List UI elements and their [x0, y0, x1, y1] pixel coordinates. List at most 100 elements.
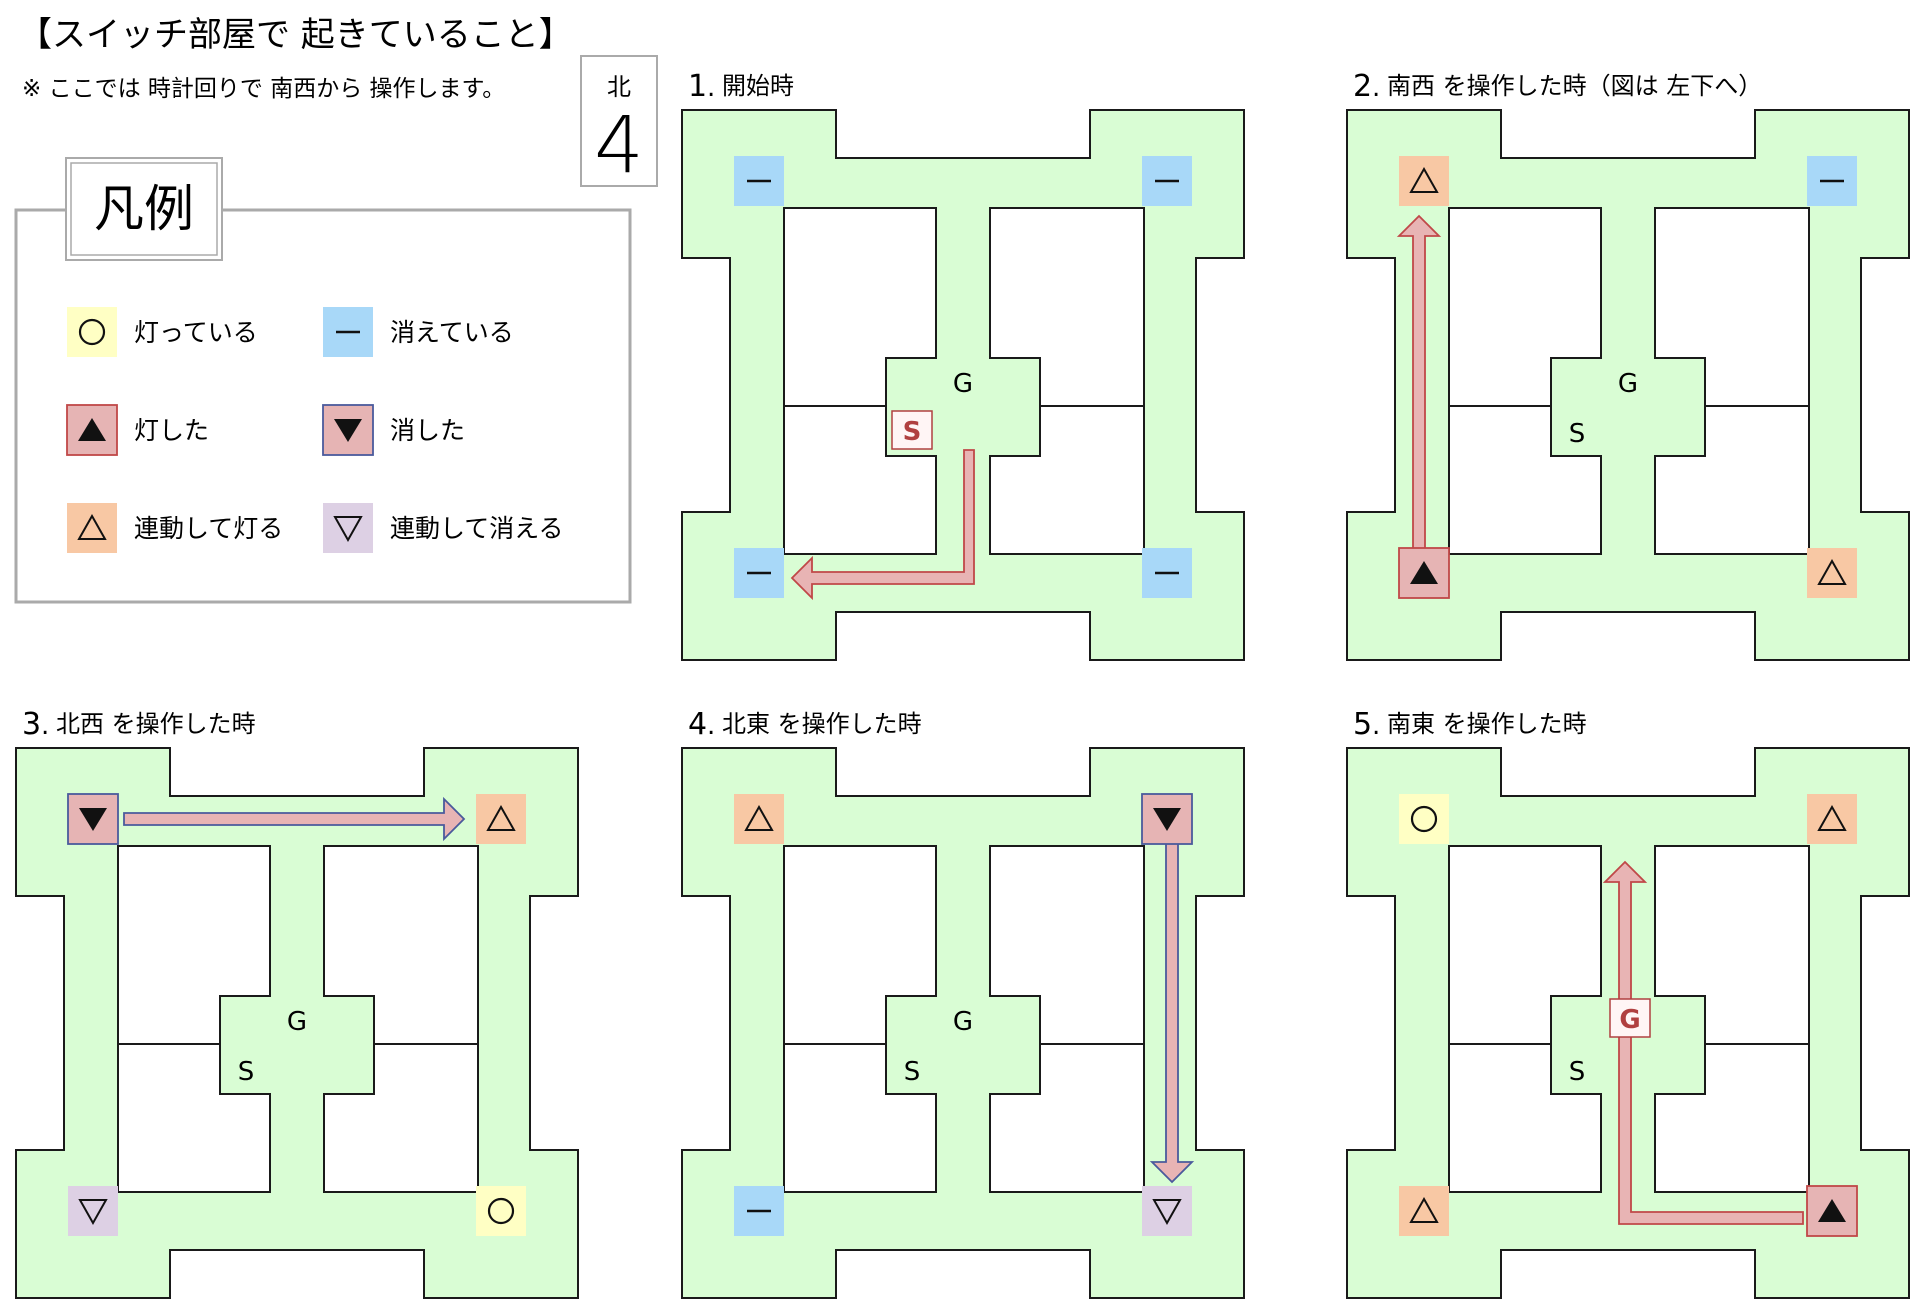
triangle-down-filled-icon	[334, 419, 362, 442]
compass-number: 4	[594, 101, 644, 191]
route-arrow	[790, 449, 975, 601]
legend-item: 消えている	[323, 307, 514, 357]
switch-sw	[68, 1186, 118, 1236]
legend-swatch	[322, 404, 374, 456]
triangle-down-outline-icon	[333, 516, 363, 543]
triangle-up-outline-icon	[486, 804, 516, 831]
panel-number-dot: .	[41, 711, 49, 741]
panel-number-dot: .	[1372, 73, 1380, 103]
panel-caption: 南東 を操作した時	[1387, 710, 1587, 738]
panel-number: 1	[688, 69, 707, 104]
switch-sw	[734, 1186, 784, 1236]
goal-label: G	[953, 1007, 973, 1037]
start-label: S	[904, 1057, 921, 1087]
triangle-up-outline-icon	[1409, 1196, 1439, 1223]
legend-label: 連動して灯る	[134, 514, 283, 543]
route-arrow	[1396, 214, 1442, 553]
panel-4: 4.北東 を操作した時 G S	[681, 707, 1245, 1299]
page-note: ※ ここでは 時計回りで 南西から 操作します。	[22, 76, 505, 102]
route-arrow	[123, 796, 466, 842]
switch-se	[1806, 1185, 1858, 1237]
goal-label: G	[287, 1007, 307, 1037]
circle-lit-icon	[487, 1197, 515, 1225]
legend-item: 連動して消える	[323, 503, 564, 553]
switch-ne	[1142, 156, 1192, 206]
legend-swatch	[323, 307, 373, 357]
start-label: S	[1569, 419, 1586, 449]
panel-1: 1.開始時 G S	[681, 69, 1245, 661]
legend-swatch	[66, 404, 118, 456]
switch-ne	[476, 794, 526, 844]
goal-label: G	[1618, 369, 1638, 399]
triangle-up-outline-icon	[1817, 804, 1847, 831]
switch-se	[1142, 1186, 1192, 1236]
start-label: S	[238, 1057, 255, 1087]
start-box	[891, 410, 933, 450]
legend-label: 消した	[390, 416, 465, 445]
switch-ne	[1141, 793, 1193, 845]
panel-number: 4	[688, 707, 707, 742]
triangle-down-filled-icon	[79, 808, 107, 831]
switch-ne	[1807, 794, 1857, 844]
switch-se	[1142, 548, 1192, 598]
panel-number: 2	[1353, 69, 1372, 104]
panel-number: 3	[22, 707, 41, 742]
route-arrow	[1602, 860, 1804, 1225]
legend-item: 連動して灯る	[67, 503, 283, 553]
legend-swatch	[67, 307, 117, 357]
triangle-up-outline-icon	[1817, 558, 1847, 585]
switch-se	[1807, 548, 1857, 598]
route-arrow	[1149, 842, 1195, 1184]
switch-nw	[734, 794, 784, 844]
switch-nw	[1399, 794, 1449, 844]
triangle-down-outline-icon	[1152, 1199, 1182, 1226]
wall-block	[323, 1043, 479, 1193]
legend-item: 灯っている	[67, 307, 258, 357]
triangle-up-outline-icon	[744, 804, 774, 831]
panel-number-dot: .	[707, 73, 715, 103]
start-label: S	[903, 417, 922, 447]
switch-sw	[1398, 547, 1450, 599]
legend-swatch	[67, 503, 117, 553]
panel-2: 2.南西 を操作した時（図は 左下へ） G S	[1346, 69, 1910, 661]
triangle-down-filled-icon	[1153, 808, 1181, 831]
triangle-down-outline-icon	[78, 1199, 108, 1226]
legend-item: 灯した	[66, 404, 209, 456]
wall-block	[1654, 1043, 1810, 1193]
start-label: S	[1569, 1057, 1586, 1087]
panel-caption: 開始時	[722, 72, 794, 100]
wall-block	[989, 405, 1145, 555]
page-title: 【スイッチ部屋で 起きていること】	[18, 15, 573, 55]
legend-title: 凡例	[94, 180, 194, 238]
switch-ne	[1807, 156, 1857, 206]
compass-box: 北 4	[580, 55, 658, 191]
switch-nw	[67, 793, 119, 845]
panel-number-dot: .	[707, 711, 715, 741]
legend-label: 灯した	[134, 416, 209, 445]
circle-lit-icon	[78, 318, 106, 346]
wall-block	[1654, 405, 1810, 555]
triangle-up-filled-icon	[78, 418, 106, 441]
switch-sw	[734, 548, 784, 598]
legend-label: 連動して消える	[390, 514, 564, 543]
panel-number: 5	[1353, 707, 1372, 742]
legend-label: 灯っている	[134, 318, 258, 347]
switch-se	[476, 1186, 526, 1236]
triangle-up-outline-icon	[77, 513, 107, 540]
panel-number-dot: .	[1372, 711, 1380, 741]
compass-direction: 北	[607, 73, 631, 101]
wall-block	[989, 1043, 1145, 1193]
goal-label: G	[953, 369, 973, 399]
switch-sw	[1399, 1186, 1449, 1236]
panel-caption: 南西 を操作した時（図は 左下へ）	[1387, 72, 1762, 100]
panel-caption: 北東 を操作した時	[722, 710, 922, 738]
goal-box	[1609, 998, 1651, 1038]
triangle-up-filled-icon	[1818, 1199, 1846, 1222]
circle-lit-icon	[1410, 805, 1438, 833]
legend-label: 消えている	[390, 318, 514, 347]
